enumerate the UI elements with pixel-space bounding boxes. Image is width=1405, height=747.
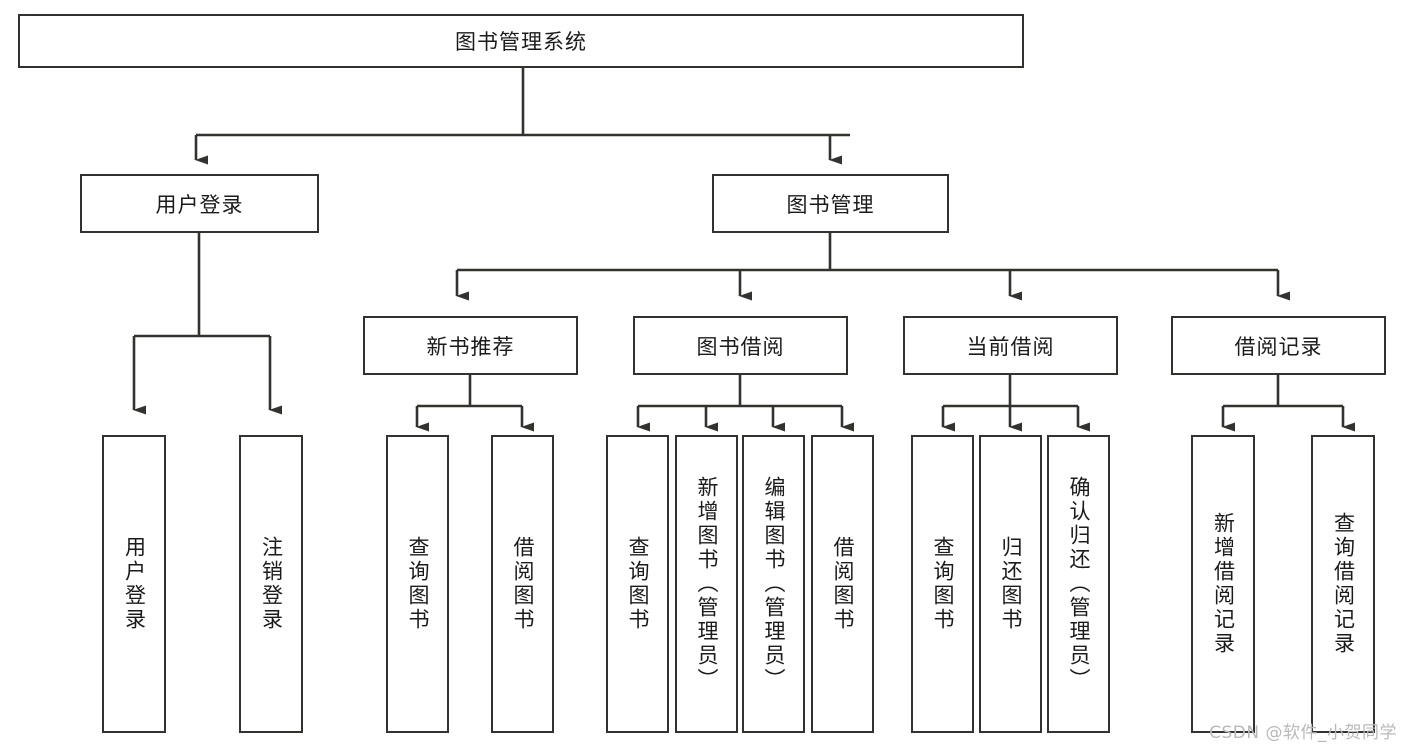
leaf-logout[interactable]: 注销登录 — [239, 435, 303, 733]
node-label: 查询借阅记录 — [1331, 512, 1356, 656]
node-borrow-records[interactable]: 借阅记录 — [1171, 316, 1386, 375]
node-user-login[interactable]: 用户登录 — [80, 174, 319, 233]
node-label: 当前借阅 — [966, 334, 1055, 359]
node-label: 编辑图书（管理员） — [762, 476, 786, 692]
node-new-book-recommend[interactable]: 新书推荐 — [363, 316, 578, 375]
leaf-return-book[interactable]: 归还图书 — [979, 435, 1042, 733]
leaf-add-borrow-record[interactable]: 新增借阅记录 — [1191, 435, 1255, 733]
node-label: 图书管理 — [786, 192, 875, 217]
node-label: 新增图书（管理员） — [695, 476, 719, 692]
leaf-query-book-current[interactable]: 查询图书 — [911, 435, 974, 733]
node-book-borrow[interactable]: 图书借阅 — [633, 316, 848, 375]
node-label: 查询图书 — [626, 536, 650, 632]
node-label: 借阅记录 — [1234, 334, 1323, 359]
node-label: 用户登录 — [155, 192, 244, 217]
leaf-borrow-book-recommend[interactable]: 借阅图书 — [491, 435, 554, 733]
leaf-confirm-return-admin[interactable]: 确认归还（管理员） — [1047, 435, 1110, 733]
node-label: 归还图书 — [999, 536, 1023, 632]
node-label: 查询图书 — [406, 536, 430, 632]
node-label: 新书推荐 — [426, 334, 515, 359]
node-label: 确认归还（管理员） — [1067, 476, 1091, 692]
leaf-user-login[interactable]: 用户登录 — [102, 435, 166, 733]
node-label: 注销登录 — [259, 536, 284, 632]
node-current-borrow[interactable]: 当前借阅 — [903, 316, 1118, 375]
leaf-add-book-admin[interactable]: 新增图书（管理员） — [675, 435, 738, 733]
node-label: 图书管理系统 — [455, 30, 587, 54]
node-label: 新增借阅记录 — [1211, 512, 1236, 656]
node-label: 借阅图书 — [511, 536, 535, 632]
node-label: 查询图书 — [931, 536, 955, 632]
leaf-borrow-book[interactable]: 借阅图书 — [811, 435, 874, 733]
node-label: 图书借阅 — [696, 334, 785, 359]
leaf-edit-book-admin[interactable]: 编辑图书（管理员） — [742, 435, 805, 733]
node-label: 用户登录 — [122, 536, 147, 632]
leaf-query-book-recommend[interactable]: 查询图书 — [386, 435, 449, 733]
leaf-query-book-borrow[interactable]: 查询图书 — [606, 435, 669, 733]
node-root-system[interactable]: 图书管理系统 — [18, 14, 1024, 68]
node-book-management[interactable]: 图书管理 — [712, 174, 949, 233]
node-label: 借阅图书 — [831, 536, 855, 632]
leaf-query-borrow-record[interactable]: 查询借阅记录 — [1311, 435, 1375, 733]
